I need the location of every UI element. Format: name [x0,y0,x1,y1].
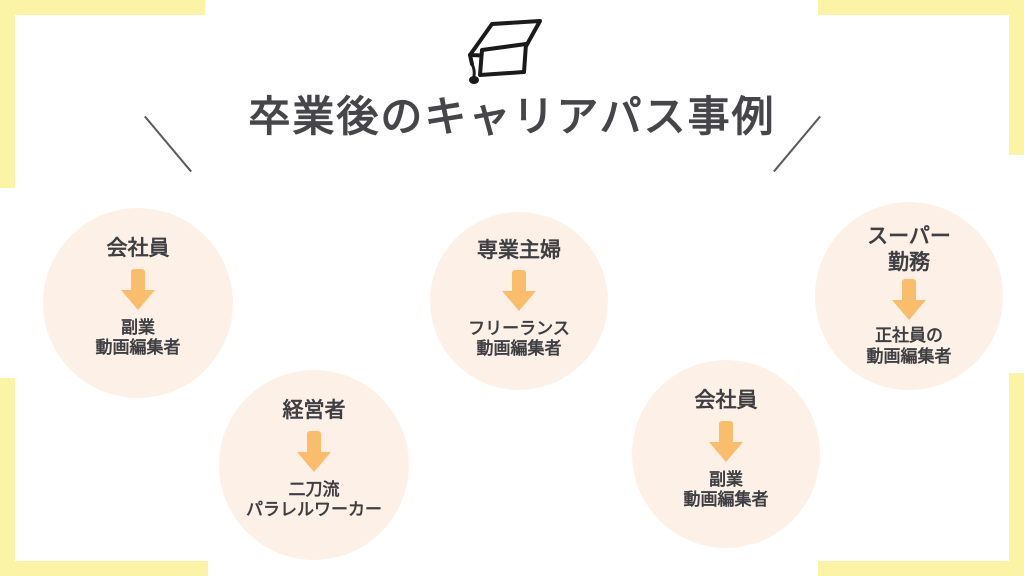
case-5-to-label-line2: 動画編集者 [866,346,952,366]
case-1-to-label-line1: 副業 [121,317,155,337]
case-5-to-label-line1: 正社員の [875,326,943,346]
case-3-to-label-line2: 動画編集者 [476,339,562,359]
case-5-from-label-line1: スーパー [867,225,951,248]
frame-top-right-horizontal [818,0,1024,15]
frame-top-right-vertical [1009,0,1024,155]
case-4-from-label: 会社員 [694,389,758,412]
frame-bottom-left-horizontal [0,561,208,576]
frame-top-left-vertical [0,0,15,188]
frame-bottom-right-horizontal [818,561,1024,576]
case-2-to-label-line2: パラレルワーカー [246,500,382,520]
down-arrow-icon [121,268,155,310]
frame-bottom-right-vertical [1009,373,1024,576]
down-arrow-icon [297,430,331,472]
case-4-to-label-line1: 副業 [709,469,743,489]
career-case-bubble-5: スーパー 勤務 正社員の 動画編集者 [815,202,1003,390]
frame-top-left-horizontal [0,0,205,15]
case-2-from-label: 経営者 [282,399,346,422]
down-arrow-icon [892,279,926,321]
career-case-bubble-4: 会社員 副業 動画編集者 [632,360,820,548]
case-2-to-label-line1: 二刀流 [288,479,340,499]
case-4-to-label-line2: 動画編集者 [683,490,769,510]
frame-bottom-left-vertical [0,378,15,576]
graduation-cap-icon [468,19,542,84]
case-3-from-label: 専業主婦 [477,239,561,262]
career-case-bubble-2: 経営者 二刀流 パラレルワーカー [219,370,409,560]
career-case-bubble-3: 専業主婦 フリーランス 動画編集者 [430,212,608,390]
case-3-to-label-line1: フリーランス [468,318,570,338]
career-case-bubble-1: 会社員 副業 動画編集者 [43,208,233,398]
down-arrow-icon [709,420,743,462]
case-5-from-label-line2: 勤務 [888,250,930,274]
down-arrow-icon [502,269,536,311]
page-title: 卒業後のキャリアパス事例 [248,93,776,140]
case-1-to-label-line2: 動画編集者 [95,338,181,358]
case-1-from-label: 会社員 [106,237,170,260]
